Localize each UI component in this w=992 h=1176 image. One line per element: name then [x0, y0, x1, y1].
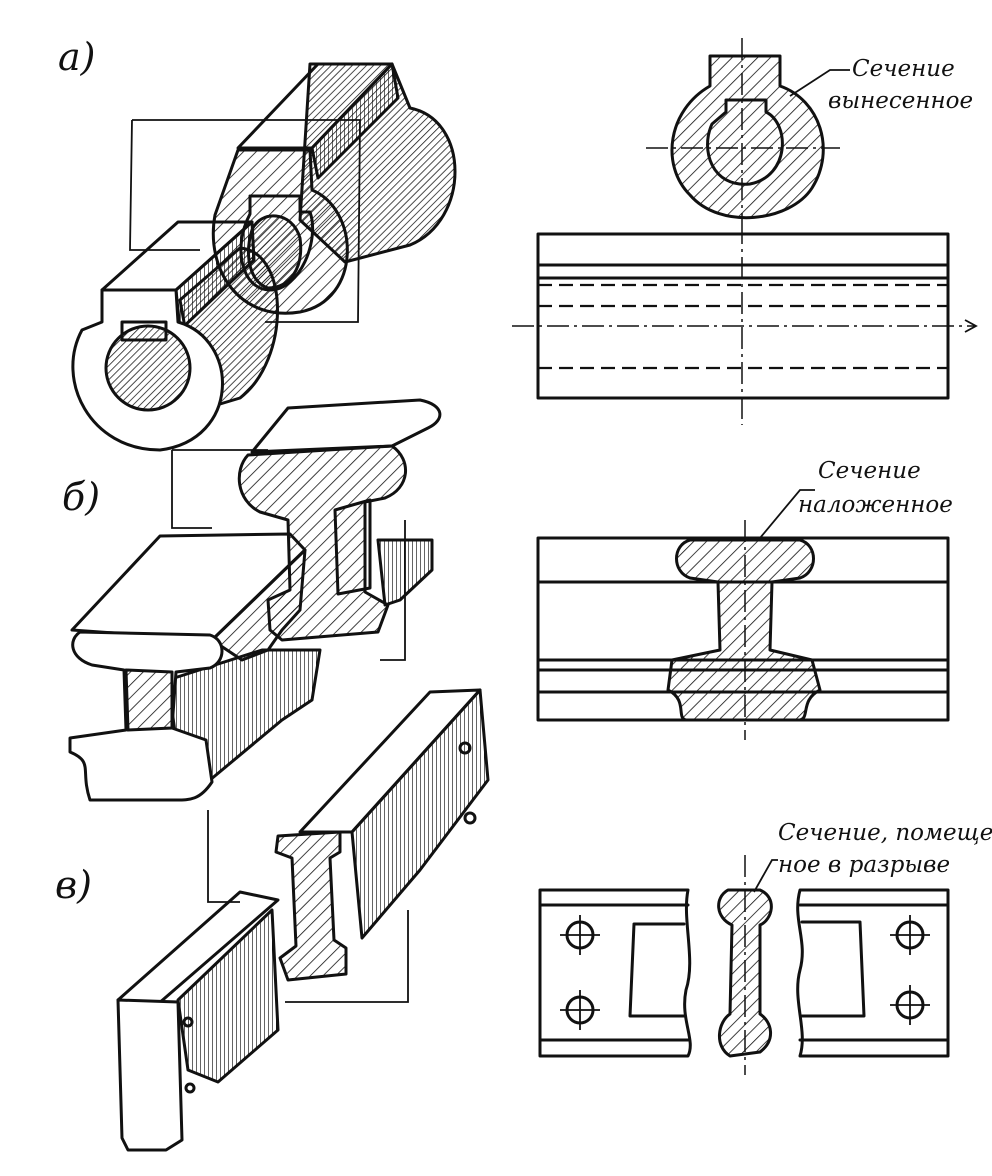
removed-section-caption-1: Сечение: [852, 56, 955, 82]
shaft-isometric-view: [71, 62, 457, 452]
plate-isometric-view: [116, 688, 490, 1152]
superimposed-caption-2: наложенное: [798, 492, 953, 518]
label-a: а): [58, 35, 95, 79]
removed-section-caption-2: вынесенное: [828, 88, 973, 114]
inbreak-section-view: Сечение, помещен ное в разрыве: [538, 820, 992, 1075]
inbreak-caption-2: ное в разрыве: [778, 852, 950, 878]
removed-section: Сечение вынесенное: [646, 38, 973, 222]
rail-isometric-view: [68, 398, 442, 802]
inbreak-caption-1: Сечение, помещен: [778, 820, 992, 846]
label-v: в): [55, 863, 92, 907]
label-b: б): [62, 475, 100, 519]
superimposed-section-view: Сечение наложенное: [536, 458, 953, 740]
shaft-front-view: [512, 222, 978, 425]
superimposed-caption-1: Сечение: [818, 458, 921, 484]
